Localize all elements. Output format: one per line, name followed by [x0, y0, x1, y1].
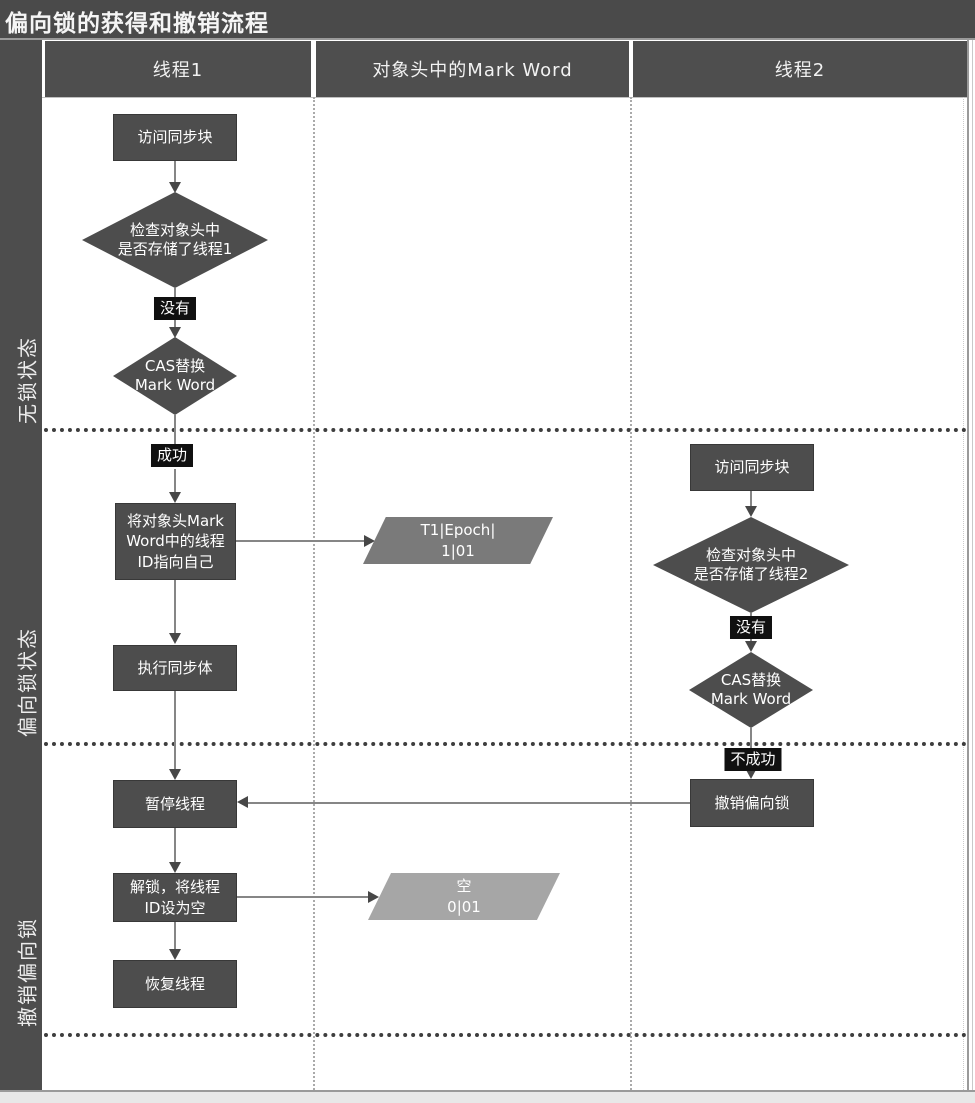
arrowhead-t2-2	[745, 641, 757, 652]
node-t1-access-sync-block: 访问同步块	[113, 114, 237, 161]
lane-divider-right	[963, 97, 964, 1090]
arrowhead-t1-6	[169, 862, 181, 873]
phase-label-revoke: 撤销偏向锁	[15, 917, 40, 1027]
arrowhead-t1-3	[169, 492, 181, 503]
title-divider	[0, 38, 975, 40]
title-bar	[0, 0, 975, 40]
node-markword-biased-record: T1|Epoch| 1|01	[363, 517, 553, 564]
bottom-strip	[0, 1092, 975, 1103]
arrowhead-t1-2	[169, 327, 181, 338]
phase-sidebar	[0, 40, 42, 1090]
arrowhead-t1-1	[169, 182, 181, 193]
lane-header-markword: 对象头中的Mark Word	[316, 41, 629, 97]
decision-t2-check-header: 检查对象头中 是否存储了线程2	[653, 517, 849, 613]
right-border	[967, 40, 969, 1092]
node-t1-execute-sync-body: 执行同步体	[113, 645, 237, 691]
edge-label-t1-no: 没有	[153, 297, 197, 320]
right-border-outer	[972, 40, 973, 1092]
connector-t1-6	[174, 828, 176, 863]
header-divider	[42, 97, 968, 98]
arrowhead-t2-1	[745, 506, 757, 517]
connector-t2-3a	[750, 728, 752, 748]
node-markword-empty-record: 空 0|01	[368, 873, 560, 920]
connector-t1-4	[174, 580, 176, 634]
page-title: 偏向锁的获得和撤销流程	[5, 11, 269, 37]
decision-t1-cas-replace: CAS替换 Mark Word	[113, 337, 237, 415]
connector-t2-1	[750, 491, 752, 507]
phase-divider-1	[44, 428, 967, 432]
edge-label-t1-success: 成功	[150, 444, 194, 467]
connector-t1-2b	[174, 319, 176, 327]
phase-label-biased: 偏向锁状态	[15, 627, 40, 737]
connector-t1-2a	[174, 288, 176, 297]
arrowhead-t1-4	[169, 633, 181, 644]
connector-t2-2b	[750, 638, 752, 643]
edge-label-t2-no: 没有	[729, 616, 773, 639]
lane-header-thread1: 线程1	[45, 41, 311, 97]
connector-t1-7	[174, 922, 176, 950]
decision-t2-cas-replace: CAS替换 Mark Word	[689, 652, 813, 728]
node-t2-access-sync-block: 访问同步块	[690, 444, 814, 491]
connector-t1-1	[174, 161, 176, 184]
node-t1-unlock-clear-id: 解锁，将线程 ID设为空	[113, 873, 237, 922]
connector-t1-3a	[174, 415, 176, 444]
phase-divider-2	[44, 742, 967, 746]
arrowhead-t2-3	[745, 768, 757, 779]
connector-t1-3b	[174, 469, 176, 493]
edge-label-t2-fail: 不成功	[724, 748, 782, 771]
connector-t1-5	[174, 691, 176, 770]
decision-t1-check-header: 检查对象头中 是否存储了线程1	[82, 192, 268, 288]
lane-divider-2	[630, 97, 632, 1090]
node-t2-revoke-biased-lock: 撤销偏向锁	[690, 779, 814, 827]
phase-divider-3	[44, 1033, 967, 1037]
connector-t2-2a	[750, 613, 752, 617]
phase-label-lock-free: 无锁状态	[15, 336, 40, 424]
bottom-border	[0, 1090, 975, 1092]
node-t1-set-thread-id: 将对象头Mark Word中的线程 ID指向自己	[115, 503, 236, 580]
arrowhead-t1-5	[169, 769, 181, 780]
connector-t2-to-t1	[248, 802, 690, 804]
arrowhead-markword2	[368, 891, 379, 903]
arrowhead-pause-thread	[237, 796, 248, 808]
connector-t1-to-markword2	[237, 896, 369, 898]
connector-t1-to-markword1	[236, 540, 365, 542]
lane-header-thread2: 线程2	[633, 41, 967, 97]
node-t1-pause-thread: 暂停线程	[113, 780, 237, 828]
lane-divider-1	[313, 97, 315, 1090]
node-t1-resume-thread: 恢复线程	[113, 960, 237, 1008]
arrowhead-t1-7	[169, 949, 181, 960]
arrowhead-markword1	[364, 535, 375, 547]
